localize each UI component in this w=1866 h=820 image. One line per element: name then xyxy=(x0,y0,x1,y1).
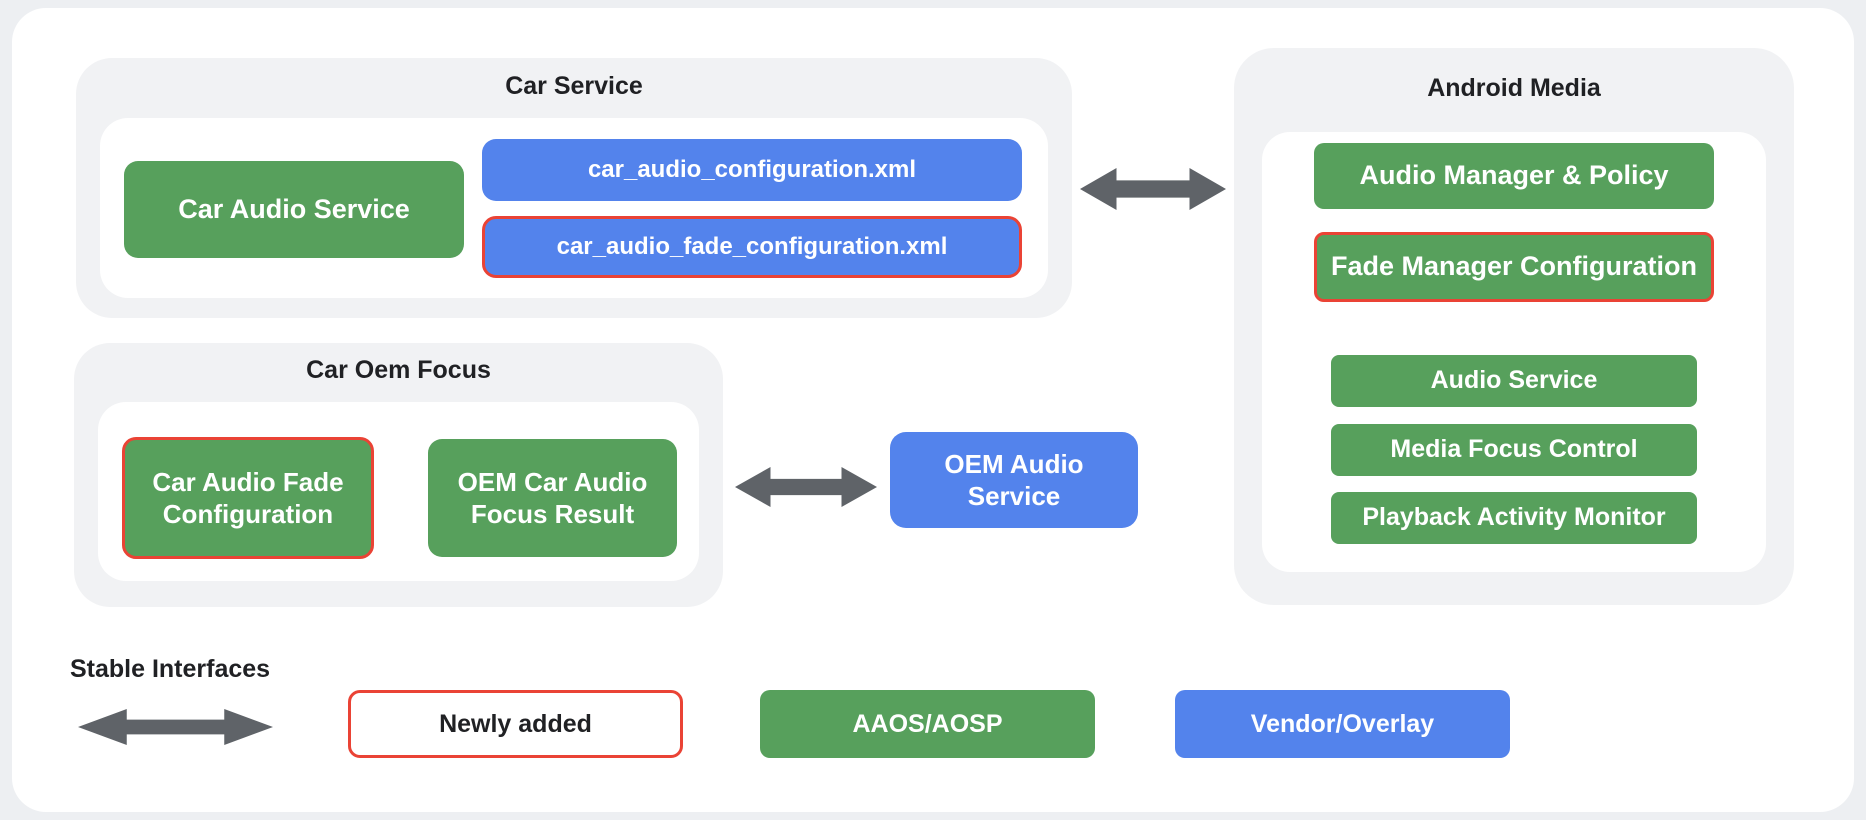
stable-interfaces-label: Stable Interfaces xyxy=(70,655,271,683)
car-audio-service-box: Car Audio Service xyxy=(124,161,464,258)
car-audio-fade-configuration-box: Car Audio Fade Configuration xyxy=(122,437,374,559)
oem-audio-service-box: OEM Audio Service xyxy=(890,432,1138,528)
car-oem-focus-inner-panel: Car Audio Fade Configuration OEM Car Aud… xyxy=(98,402,699,581)
audio-service-box: Audio Service xyxy=(1331,355,1697,407)
legend-newly-added-box: Newly added xyxy=(348,690,683,758)
car-audio-fade-configuration-xml-box: car_audio_fade_configuration.xml xyxy=(482,216,1022,278)
stable-interfaces-arrow-icon xyxy=(78,709,273,745)
audio-manager-policy-box: Audio Manager & Policy xyxy=(1314,143,1714,209)
android-media-group: Android Media Audio Manager & Policy Fad… xyxy=(1234,48,1794,605)
playback-activity-monitor-box: Playback Activity Monitor xyxy=(1331,492,1697,544)
oem-car-audio-focus-result-box: OEM Car Audio Focus Result xyxy=(428,439,677,557)
double-arrow-oem-focus-oem-audio-icon xyxy=(735,467,877,507)
legend-aaos-aosp-box: AAOS/AOSP xyxy=(760,690,1095,758)
media-focus-control-box: Media Focus Control xyxy=(1331,424,1697,476)
car-oem-focus-group: Car Oem Focus Car Audio Fade Configurati… xyxy=(74,343,723,607)
car-audio-configuration-xml-box: car_audio_configuration.xml xyxy=(482,139,1022,201)
fade-manager-configuration-box: Fade Manager Configuration xyxy=(1314,232,1714,302)
android-media-title: Android Media xyxy=(1427,74,1601,102)
legend-vendor-overlay-box: Vendor/Overlay xyxy=(1175,690,1510,758)
double-arrow-car-service-android-media-icon xyxy=(1080,168,1226,210)
car-service-inner-panel: Car Audio Service car_audio_configuratio… xyxy=(100,118,1048,298)
car-service-title: Car Service xyxy=(505,72,643,100)
car-oem-focus-title: Car Oem Focus xyxy=(306,356,491,384)
car-service-group: Car Service Car Audio Service car_audio_… xyxy=(76,58,1072,318)
android-media-inner-panel: Audio Manager & Policy Fade Manager Conf… xyxy=(1262,132,1766,572)
